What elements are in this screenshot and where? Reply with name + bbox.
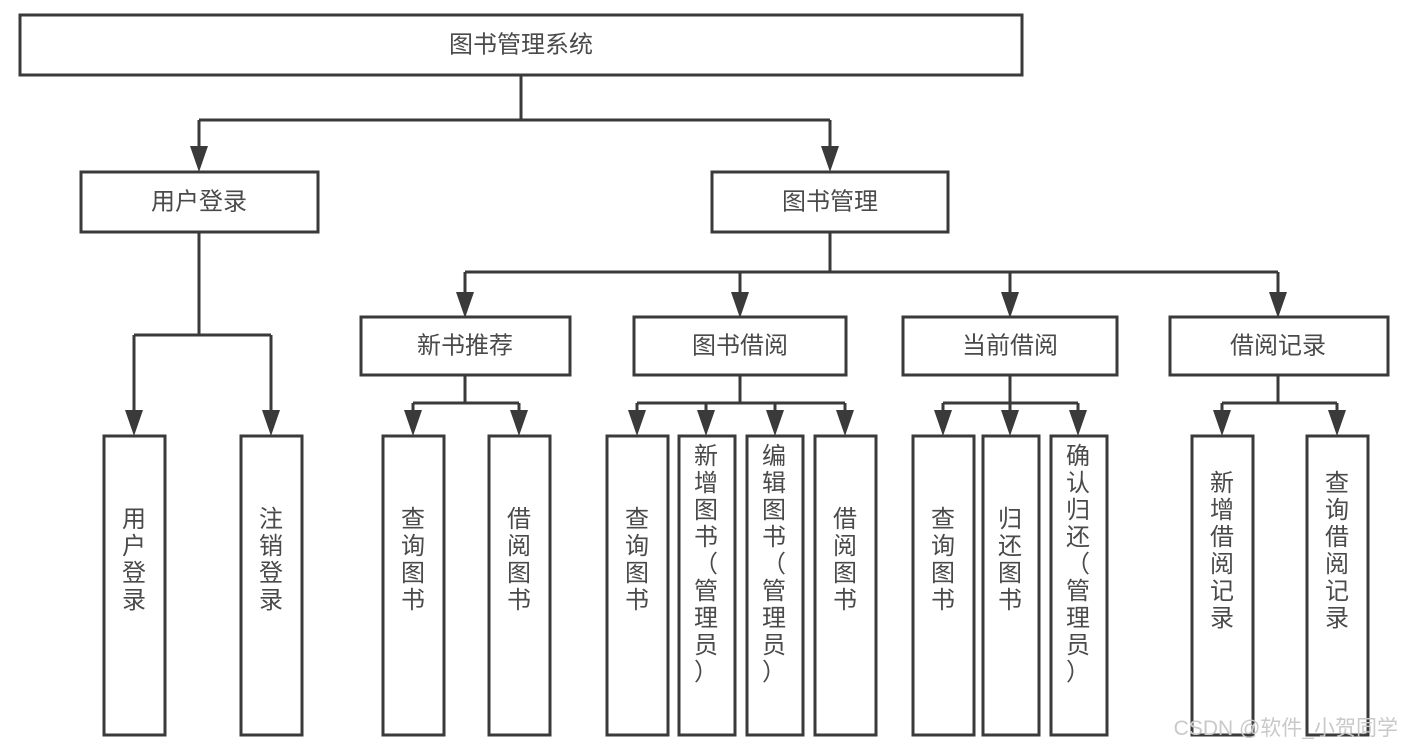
leaf-node-borrow-book-2-box[interactable] bbox=[813, 434, 878, 737]
leaf-node-logout-login-box[interactable] bbox=[239, 434, 304, 737]
node-new-book-recommend-label: 新书推荐 bbox=[417, 332, 513, 359]
leaf-node-borrow-book-2[interactable]: 借阅图书 bbox=[813, 434, 878, 737]
arrowhead-currentborrow-to-leaf3 bbox=[1069, 410, 1087, 436]
leaf-node-query-book-2-box[interactable] bbox=[605, 434, 670, 737]
leaf-node-borrow-book-1-label: 借阅图书 bbox=[507, 506, 531, 614]
node-current-borrow-label: 当前借阅 bbox=[962, 332, 1058, 359]
leaf-node-query-book-3-label: 查询图书 bbox=[931, 506, 955, 614]
arrowhead-bookborrow-to-leaf4 bbox=[836, 410, 854, 436]
leaf-node-borrow-book-1[interactable]: 借阅图书 bbox=[487, 434, 552, 737]
leaf-node-confirm-return-admin-box[interactable] bbox=[1049, 434, 1109, 737]
leaf-node-logout-login-label: 注销登录 bbox=[259, 506, 283, 614]
leaf-node-query-borrow-record[interactable]: 查询借阅记录 bbox=[1305, 434, 1370, 737]
leaf-node-add-borrow-record-box[interactable] bbox=[1190, 434, 1255, 737]
leaf-node-edit-book-admin[interactable]: 编辑图书（管理员） bbox=[745, 434, 805, 737]
node-book-manage-box[interactable] bbox=[710, 170, 950, 234]
arrowhead-bm-to-newbook bbox=[456, 292, 474, 318]
node-user-login[interactable]: 用户登录 bbox=[79, 170, 320, 234]
leaf-node-edit-book-admin-box[interactable] bbox=[745, 434, 805, 737]
node-book-borrow[interactable]: 图书借阅 bbox=[632, 315, 848, 377]
leaf-node-confirm-return-admin-label: 确认归还（管理员） bbox=[1066, 443, 1090, 686]
node-user-login-label: 用户登录 bbox=[151, 188, 247, 215]
node-root-label: 图书管理系统 bbox=[449, 31, 593, 58]
leaf-node-query-book-2-label: 查询图书 bbox=[625, 506, 649, 614]
leaf-node-query-book-1-label: 查询图书 bbox=[401, 506, 425, 614]
leaf-node-logout-login[interactable]: 注销登录 bbox=[239, 434, 304, 737]
leaf-node-return-book[interactable]: 归还图书 bbox=[981, 434, 1041, 737]
arrowhead-userlogin-to-leaf2 bbox=[262, 410, 280, 436]
leaf-node-borrow-book-1-box[interactable] bbox=[487, 434, 552, 737]
arrowhead-borrowrecord-to-leaf1 bbox=[1213, 410, 1231, 436]
arrowhead-newbook-to-leaf2 bbox=[510, 410, 528, 436]
arrowhead-bm-to-bookborrow bbox=[731, 292, 749, 318]
leaf-node-confirm-return-admin[interactable]: 确认归还（管理员） bbox=[1049, 434, 1109, 737]
leaf-node-user-login-label: 用户登录 bbox=[122, 506, 146, 614]
leaf-node-add-book-admin-box[interactable] bbox=[677, 434, 737, 737]
arrowhead-userlogin-to-leaf1 bbox=[125, 410, 143, 436]
node-new-book-recommend-box[interactable] bbox=[359, 315, 572, 377]
arrowhead-bookborrow-to-leaf1 bbox=[628, 410, 646, 436]
arrowhead-borrowrecord-to-leaf2 bbox=[1328, 410, 1346, 436]
leaf-node-return-book-label: 归还图书 bbox=[998, 506, 1022, 614]
node-book-manage-label: 图书管理 bbox=[782, 188, 878, 215]
leaf-node-query-book-3[interactable]: 查询图书 bbox=[911, 434, 976, 737]
leaf-node-query-book-1[interactable]: 查询图书 bbox=[381, 434, 446, 737]
node-book-borrow-box[interactable] bbox=[632, 315, 848, 377]
leaf-node-user-login-box[interactable] bbox=[102, 434, 167, 737]
node-current-borrow[interactable]: 当前借阅 bbox=[901, 315, 1119, 377]
arrowhead-bm-to-currentborrow bbox=[1001, 292, 1019, 318]
node-current-borrow-box[interactable] bbox=[901, 315, 1119, 377]
leaf-node-query-book-1-box[interactable] bbox=[381, 434, 446, 737]
leaf-node-query-book-2[interactable]: 查询图书 bbox=[605, 434, 670, 737]
arrowhead-currentborrow-to-leaf1 bbox=[934, 410, 952, 436]
node-book-manage[interactable]: 图书管理 bbox=[710, 170, 950, 234]
arrowhead-bm-to-borrowrecord bbox=[1269, 292, 1287, 318]
leaf-node-query-book-3-box[interactable] bbox=[911, 434, 976, 737]
leaf-node-borrow-book-2-label: 借阅图书 bbox=[833, 506, 857, 614]
leaf-node-add-book-admin[interactable]: 新增图书（管理员） bbox=[677, 434, 737, 737]
node-borrow-record[interactable]: 借阅记录 bbox=[1168, 315, 1390, 377]
csdn-watermark: CSDN @软件_小贺同学 bbox=[1174, 717, 1398, 740]
node-user-login-box[interactable] bbox=[79, 170, 320, 234]
node-root[interactable]: 图书管理系统 bbox=[18, 13, 1024, 77]
arrowhead-currentborrow-to-leaf2 bbox=[1001, 410, 1019, 436]
leaf-node-user-login[interactable]: 用户登录 bbox=[102, 434, 167, 737]
arrowhead-root-to-userlogin bbox=[190, 146, 208, 172]
leaf-node-return-book-box[interactable] bbox=[981, 434, 1041, 737]
connectors-group bbox=[125, 75, 1346, 436]
leaf-node-query-borrow-record-label: 查询借阅记录 bbox=[1325, 470, 1349, 632]
node-new-book-recommend[interactable]: 新书推荐 bbox=[359, 315, 572, 377]
node-root-box[interactable] bbox=[18, 13, 1024, 77]
leaf-node-add-borrow-record-label: 新增借阅记录 bbox=[1210, 470, 1234, 632]
leaf-node-add-borrow-record[interactable]: 新增借阅记录 bbox=[1190, 434, 1255, 737]
node-borrow-record-box[interactable] bbox=[1168, 315, 1390, 377]
node-borrow-record-label: 借阅记录 bbox=[1230, 332, 1326, 359]
leaf-node-query-borrow-record-box[interactable] bbox=[1305, 434, 1370, 737]
arrowhead-newbook-to-leaf1 bbox=[404, 410, 422, 436]
leaf-node-edit-book-admin-label: 编辑图书（管理员） bbox=[762, 443, 786, 686]
arrowhead-bookborrow-to-leaf3 bbox=[766, 410, 784, 436]
leaf-node-add-book-admin-label: 新增图书（管理员） bbox=[694, 443, 718, 686]
node-book-borrow-label: 图书借阅 bbox=[692, 332, 788, 359]
arrowhead-bookborrow-to-leaf2 bbox=[697, 410, 715, 436]
arrowhead-root-to-bookmanage bbox=[821, 146, 839, 172]
